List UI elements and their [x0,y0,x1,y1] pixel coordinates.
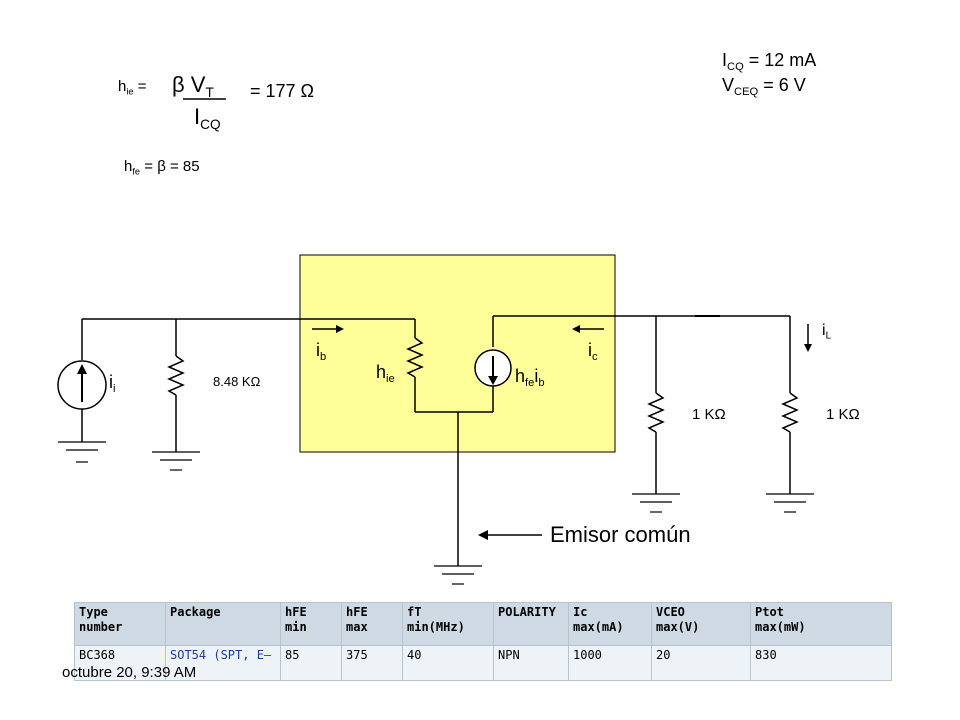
spec-cell-vceo: 20 [651,645,751,681]
spec-cell-ic: 1000 [568,645,652,681]
hfeib-label: hfeib [515,366,545,389]
spec-header-cell: Ic max(mA) [568,602,652,646]
hie-circuit-sub: ie [386,372,395,385]
ground-symbol-emitter [434,565,482,585]
denominator-sub: CQ [200,116,221,132]
ii-label: ii [109,372,115,395]
spec-table-header-row: Type number Package hFE min hFE max fT m… [74,602,892,646]
il-arrowhead [804,344,812,352]
collector-resistor-label: 1 KΩ [692,406,726,423]
hfeib-sub: fe [525,376,535,389]
hie-result: = 177 Ω [250,81,315,101]
il-label: iL [822,322,831,341]
hie-equals: = [137,78,147,95]
hfe-symbol-sub: fe [132,166,141,177]
ib-symbol: i [316,340,320,360]
icq-value: ICQ = 12 mA [722,50,816,73]
spec-cell-polarity: NPN [493,645,569,681]
ground-symbol-rc [632,493,680,513]
spec-cell-hfe-min: 85 [280,645,342,681]
vceq-number: = 6 V [763,75,806,95]
fraction-numerator: β VT [172,72,214,100]
fraction-denominator: ICQ [194,104,221,132]
hie-symbol: h [118,78,127,95]
vceq-value: VCEQ = 6 V [722,75,806,98]
ib-label: ib [316,340,326,363]
numerator-text: β V [172,72,206,97]
emitter-caption: Emisor común [550,522,691,547]
spec-cell-ptot: 830 [750,645,892,681]
ground-symbol-rs [152,451,200,471]
ic-symbol: i [588,340,592,360]
vceq-symbol: V [722,75,735,95]
load-resistor [781,392,799,433]
hfeib-symbol: h [515,366,526,386]
denominator-text: I [194,104,201,129]
spec-cell-ft: 40 [402,645,494,681]
icq-number: = 12 mA [748,50,817,70]
hie-circuit-label: hie [376,362,395,385]
hie-symbol-sub: ie [126,86,134,97]
hie-circuit-symbol: h [376,362,387,382]
transistor-spec-table: Type number Package hFE min hFE max fT m… [74,602,892,681]
emitter-pointer-arrowhead [478,530,488,540]
spec-header-cell: fT min(MHz) [402,602,494,646]
il-symbol: i [822,322,826,339]
spec-header-cell: Type number [74,602,166,646]
ic-label: ic [588,340,598,363]
ib-sub: b [320,350,327,363]
source-resistor-label: 8.48 KΩ [213,374,261,389]
hfe-value: = β = 85 [144,158,200,175]
hie-resistor [406,337,424,378]
slide-footer-date: octubre 20, 9:39 AM [62,664,197,681]
spec-header-cell: Ptot max(mW) [750,602,892,646]
ground-symbol-source [58,441,106,463]
load-resistor-label: 1 KΩ [826,406,860,423]
spec-header-cell: hFE min [280,602,342,646]
hfeib-i: i [534,366,539,386]
spec-cell-type: BC368 [74,645,166,681]
il-sub: L [825,330,832,342]
spec-table-row: BC368 SOT54 (SPT, E– 85 375 40 NPN 1000 … [74,645,892,681]
source-resistor [167,355,185,396]
icq-symbol: I [722,50,728,70]
vceq-sub: CEQ [734,85,759,98]
dependent-source-arrowhead [488,376,498,385]
ii-sub: i [113,382,116,395]
spec-header-cell: hFE max [341,602,403,646]
ii-symbol: i [109,372,113,392]
spec-header-cell: POLARITY [493,602,569,646]
ic-sub: c [592,350,598,363]
hie-label: hie = [118,78,147,96]
hfe-symbol: h [124,158,133,175]
ground-symbol-rl [766,493,814,513]
ib-arrowhead [336,325,344,333]
spec-header-cell: Package [165,602,281,646]
hfeib-i-sub: b [538,376,545,389]
collector-resistor [647,392,665,433]
numerator-sub: T [205,84,214,100]
ic-arrowhead [572,325,580,333]
input-source-arrowhead [77,364,87,374]
spec-header-cell: VCEO max(V) [651,602,751,646]
spec-cell-package-link[interactable]: SOT54 (SPT, E– [165,645,281,681]
spec-cell-hfe-max: 375 [341,645,403,681]
hfe-equation: hfe = β = 85 [124,158,200,176]
icq-sub: CQ [727,60,744,73]
